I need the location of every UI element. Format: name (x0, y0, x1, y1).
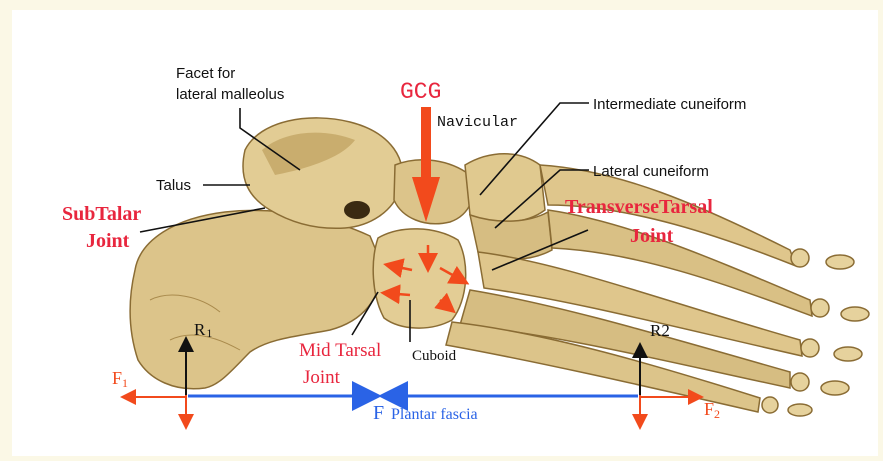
cuboid-label: Cuboid (412, 348, 457, 364)
intermediate-cuneiform-bone (465, 154, 545, 222)
mid-tarsal-label-line2: Joint (303, 367, 341, 388)
calcaneus-bone (130, 210, 381, 388)
r2-label: R2 (650, 321, 670, 340)
facet-label-line2: lateral malleolus (176, 86, 284, 103)
plantar-fascia-label: Plantar fascia (391, 406, 478, 423)
subtalar-label-line2: Joint (86, 230, 130, 252)
mid-tarsal-label-line1: Mid Tarsal (299, 340, 381, 361)
f1-label: F1 (112, 368, 128, 390)
navicular-label: Navicular (437, 114, 518, 131)
cuboid-bone (373, 229, 466, 328)
talus-label: Talus (156, 177, 191, 194)
lateral-cuneiform-label: Lateral cuneiform (593, 163, 709, 180)
plantar-force-label: F (373, 402, 384, 424)
intermediate-cuneiform-label: Intermediate cuneiform (593, 96, 746, 113)
gcg-label: GCG (400, 79, 441, 105)
facet-label-line1: Facet for (176, 65, 235, 82)
transverse-tarsal-label-line2: Joint (630, 225, 674, 247)
transverse-tarsal-label-line1: TransverseTarsal (565, 196, 713, 218)
subtalar-label-line1: SubTalar (62, 203, 141, 225)
